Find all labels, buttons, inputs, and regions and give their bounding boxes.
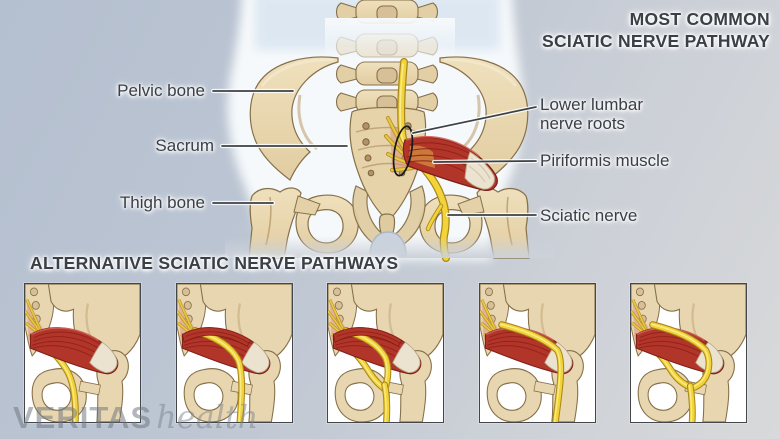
- main-title-line1: MOST COMMON: [629, 9, 770, 29]
- section-heading: ALTERNATIVE SCIATIC NERVE PATHWAYS: [30, 253, 399, 273]
- sciatic-nerve-over-piriformis: [479, 284, 595, 422]
- nerve-roots-annotation-ellipse: [392, 125, 414, 177]
- label-lower-lumbar-nerve-roots: Lower lumbar nerve roots: [540, 95, 643, 133]
- pathway-thumbnail-3: [327, 283, 444, 423]
- sciatic-nerve-through-piriformis: [176, 284, 292, 422]
- label-piriformis-muscle: Piriformis muscle: [540, 151, 670, 170]
- main-title-line2: SCIATIC NERVE PATHWAY: [542, 31, 770, 51]
- pathway-thumbnail-1: [24, 283, 141, 423]
- leader-piriformis: [433, 160, 537, 163]
- sciatic-nerve-split-through-and-below: [328, 284, 443, 422]
- leader-lines: [210, 88, 539, 218]
- pathway-thumbnail-5: [630, 283, 747, 423]
- leader-lumbar-roots: [412, 106, 537, 134]
- pathway-thumbnail-2: [175, 283, 293, 423]
- label-sciatic-nerve: Sciatic nerve: [540, 206, 638, 225]
- label-thigh-bone: Thigh bone: [119, 193, 205, 212]
- pathway-thumbnail-4: [478, 283, 596, 423]
- main-title: MOST COMMON SCIATIC NERVE PATHWAY: [542, 8, 770, 52]
- sciatic-nerve-split-over-and-below: [631, 284, 746, 422]
- illustration-fade: [225, 236, 555, 258]
- sciatic-nerve-below-piriformis: [25, 284, 140, 422]
- label-sacrum: Sacrum: [155, 136, 214, 155]
- label-pelvic-bone: Pelvic bone: [117, 81, 205, 100]
